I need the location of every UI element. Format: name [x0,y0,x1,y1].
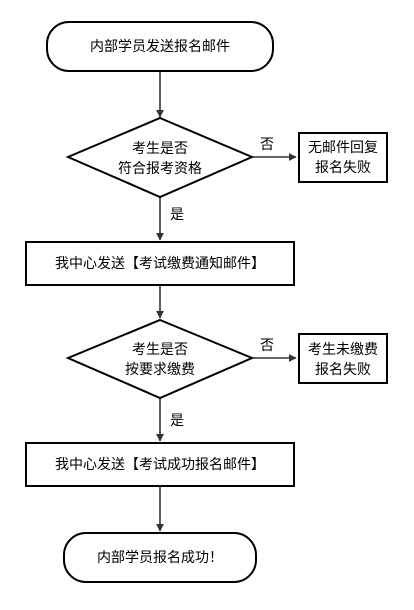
node-reject2-line2: 报名失败 [315,362,371,378]
node-end: 内部学员报名成功！ [63,532,257,583]
node-reject1: 无邮件回复 报名失败 [298,132,388,183]
edge-label-yes2: 是 [170,413,184,429]
edge-label-yes1: 是 [170,207,184,223]
node-decision2-line1: 考生是否 [132,342,188,358]
node-decision2: 考生是否 按要求缴费 [65,318,255,400]
node-reject1-line2: 报名失败 [315,160,371,176]
node-end-label: 内部学员报名成功！ [97,550,223,566]
edge-label-no1: 否 [260,137,274,153]
node-reject2-line1: 考生未缴费 [308,342,378,358]
node-start-label: 内部学员发送报名邮件 [90,39,230,55]
node-decision2-line2: 按要求缴费 [125,362,195,378]
edge-label-no2: 否 [260,338,274,354]
node-decision1: 考生是否 符合报考资格 [65,116,255,199]
node-reject1-line1: 无邮件回复 [308,139,378,156]
node-step1: 我中心发送【考试缴费通知邮件】 [25,241,295,286]
flowchart-edges [156,72,297,532]
node-step1-label: 我中心发送【考试缴费通知邮件】 [55,255,265,272]
node-decision1-line2: 符合报考资格 [118,161,202,177]
node-start: 内部学员发送报名邮件 [46,21,274,72]
node-decision1-line1: 考生是否 [132,141,188,157]
node-step2-label: 我中心发送【考试成功报名邮件】 [55,457,265,473]
node-reject2: 考生未缴费 报名失败 [298,333,388,384]
node-step2: 我中心发送【考试成功报名邮件】 [25,442,295,487]
